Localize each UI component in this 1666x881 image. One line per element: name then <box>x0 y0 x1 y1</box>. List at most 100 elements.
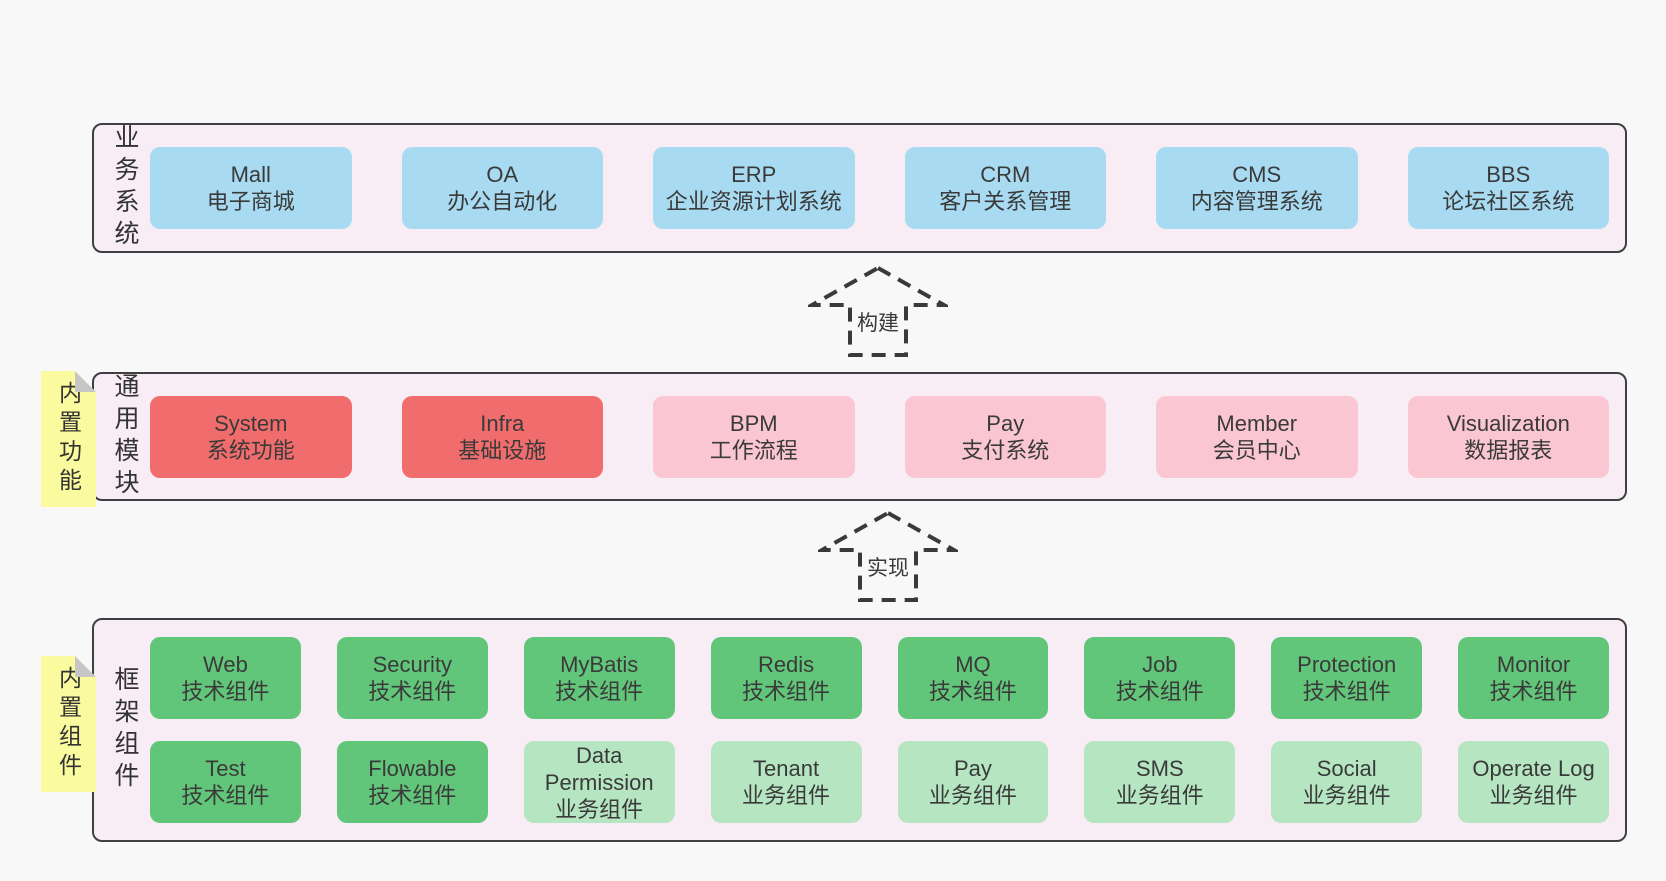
component-title: MQ <box>955 652 991 677</box>
component-title: Test <box>205 756 246 781</box>
component-title: Infra <box>480 410 525 436</box>
sticky-note-built-in-features: 内置功能 <box>41 371 96 507</box>
component-subtitle: 数据报表 <box>1464 437 1553 463</box>
component-subtitle: 内容管理系统 <box>1190 189 1323 214</box>
component-subtitle: 业务组件 <box>928 783 1017 808</box>
component-title: Monitor <box>1496 652 1571 677</box>
arrow-build: 构建 <box>808 265 948 359</box>
component-subtitle: 技术组件 <box>368 783 457 808</box>
component-subtitle: 技术组件 <box>181 679 270 704</box>
component-title: Protection <box>1297 652 1397 677</box>
component-subtitle: 论坛社区系统 <box>1442 189 1575 214</box>
component-subtitle: 技术组件 <box>928 679 1017 704</box>
component-subtitle: 技术组件 <box>368 679 457 704</box>
component-title: OA <box>486 162 519 187</box>
component-subtitle: 业务组件 <box>742 783 831 808</box>
layer-label-framework-components: 框架组件 <box>111 666 139 794</box>
arrow-build-label: 构建 <box>854 307 902 337</box>
layer-label-business-systems: 业务系统 <box>111 124 139 252</box>
component-subtitle: 技术组件 <box>181 783 270 808</box>
component-subtitle: 工作流程 <box>709 437 798 463</box>
component-title: Mall <box>230 162 271 187</box>
component-subtitle: 办公自动化 <box>447 189 558 214</box>
arrow-implement-label: 实现 <box>864 552 912 582</box>
dashed-up-arrow-icon <box>808 265 948 357</box>
layer-label-common-modules: 通用模块 <box>111 372 139 501</box>
component-title: CMS <box>1232 162 1282 187</box>
arrow-implement: 实现 <box>818 510 958 604</box>
component-title: Social <box>1316 756 1377 781</box>
component-title: ERP <box>731 162 777 187</box>
component-subtitle: 会员中心 <box>1212 437 1301 463</box>
component-subtitle: 技术组件 <box>742 679 831 704</box>
component-title: Pay <box>953 756 992 781</box>
component-title: Job <box>1142 652 1178 677</box>
dashed-up-arrow-icon <box>818 510 958 602</box>
component-subtitle: 企业资源计划系统 <box>665 189 842 214</box>
component-title: Redis <box>757 652 815 677</box>
component-title: Member <box>1216 410 1298 436</box>
component-title: System <box>214 410 288 436</box>
sticky-note-built-in-components: 内置组件 <box>41 656 96 792</box>
component-title: CRM <box>980 162 1031 187</box>
component-subtitle: 技术组件 <box>555 679 644 704</box>
component-title: Flowable <box>368 756 457 781</box>
component-subtitle: 业务组件 <box>1489 783 1578 808</box>
component-subtitle: 业务组件 <box>1302 783 1391 808</box>
component-title: Pay <box>986 410 1025 436</box>
component-title: Tenant <box>753 756 820 781</box>
component-title: Visualization <box>1446 410 1570 436</box>
component-subtitle: 技术组件 <box>1115 679 1204 704</box>
component-subtitle: 客户关系管理 <box>939 189 1072 214</box>
component-subtitle: 支付系统 <box>961 437 1050 463</box>
component-title: Web <box>203 652 248 677</box>
component-title: Data Permission <box>544 742 654 795</box>
component-subtitle: 业务组件 <box>1115 783 1204 808</box>
component-subtitle: 系统功能 <box>206 437 295 463</box>
component-subtitle: 技术组件 <box>1302 679 1391 704</box>
component-subtitle: 业务组件 <box>555 796 644 822</box>
component-subtitle: 技术组件 <box>1489 679 1578 704</box>
component-title: MyBatis <box>560 652 639 677</box>
component-title: Security <box>372 652 453 677</box>
component-title: BBS <box>1486 162 1531 187</box>
component-title: Operate Log <box>1472 756 1595 781</box>
component-title: SMS <box>1135 756 1184 781</box>
